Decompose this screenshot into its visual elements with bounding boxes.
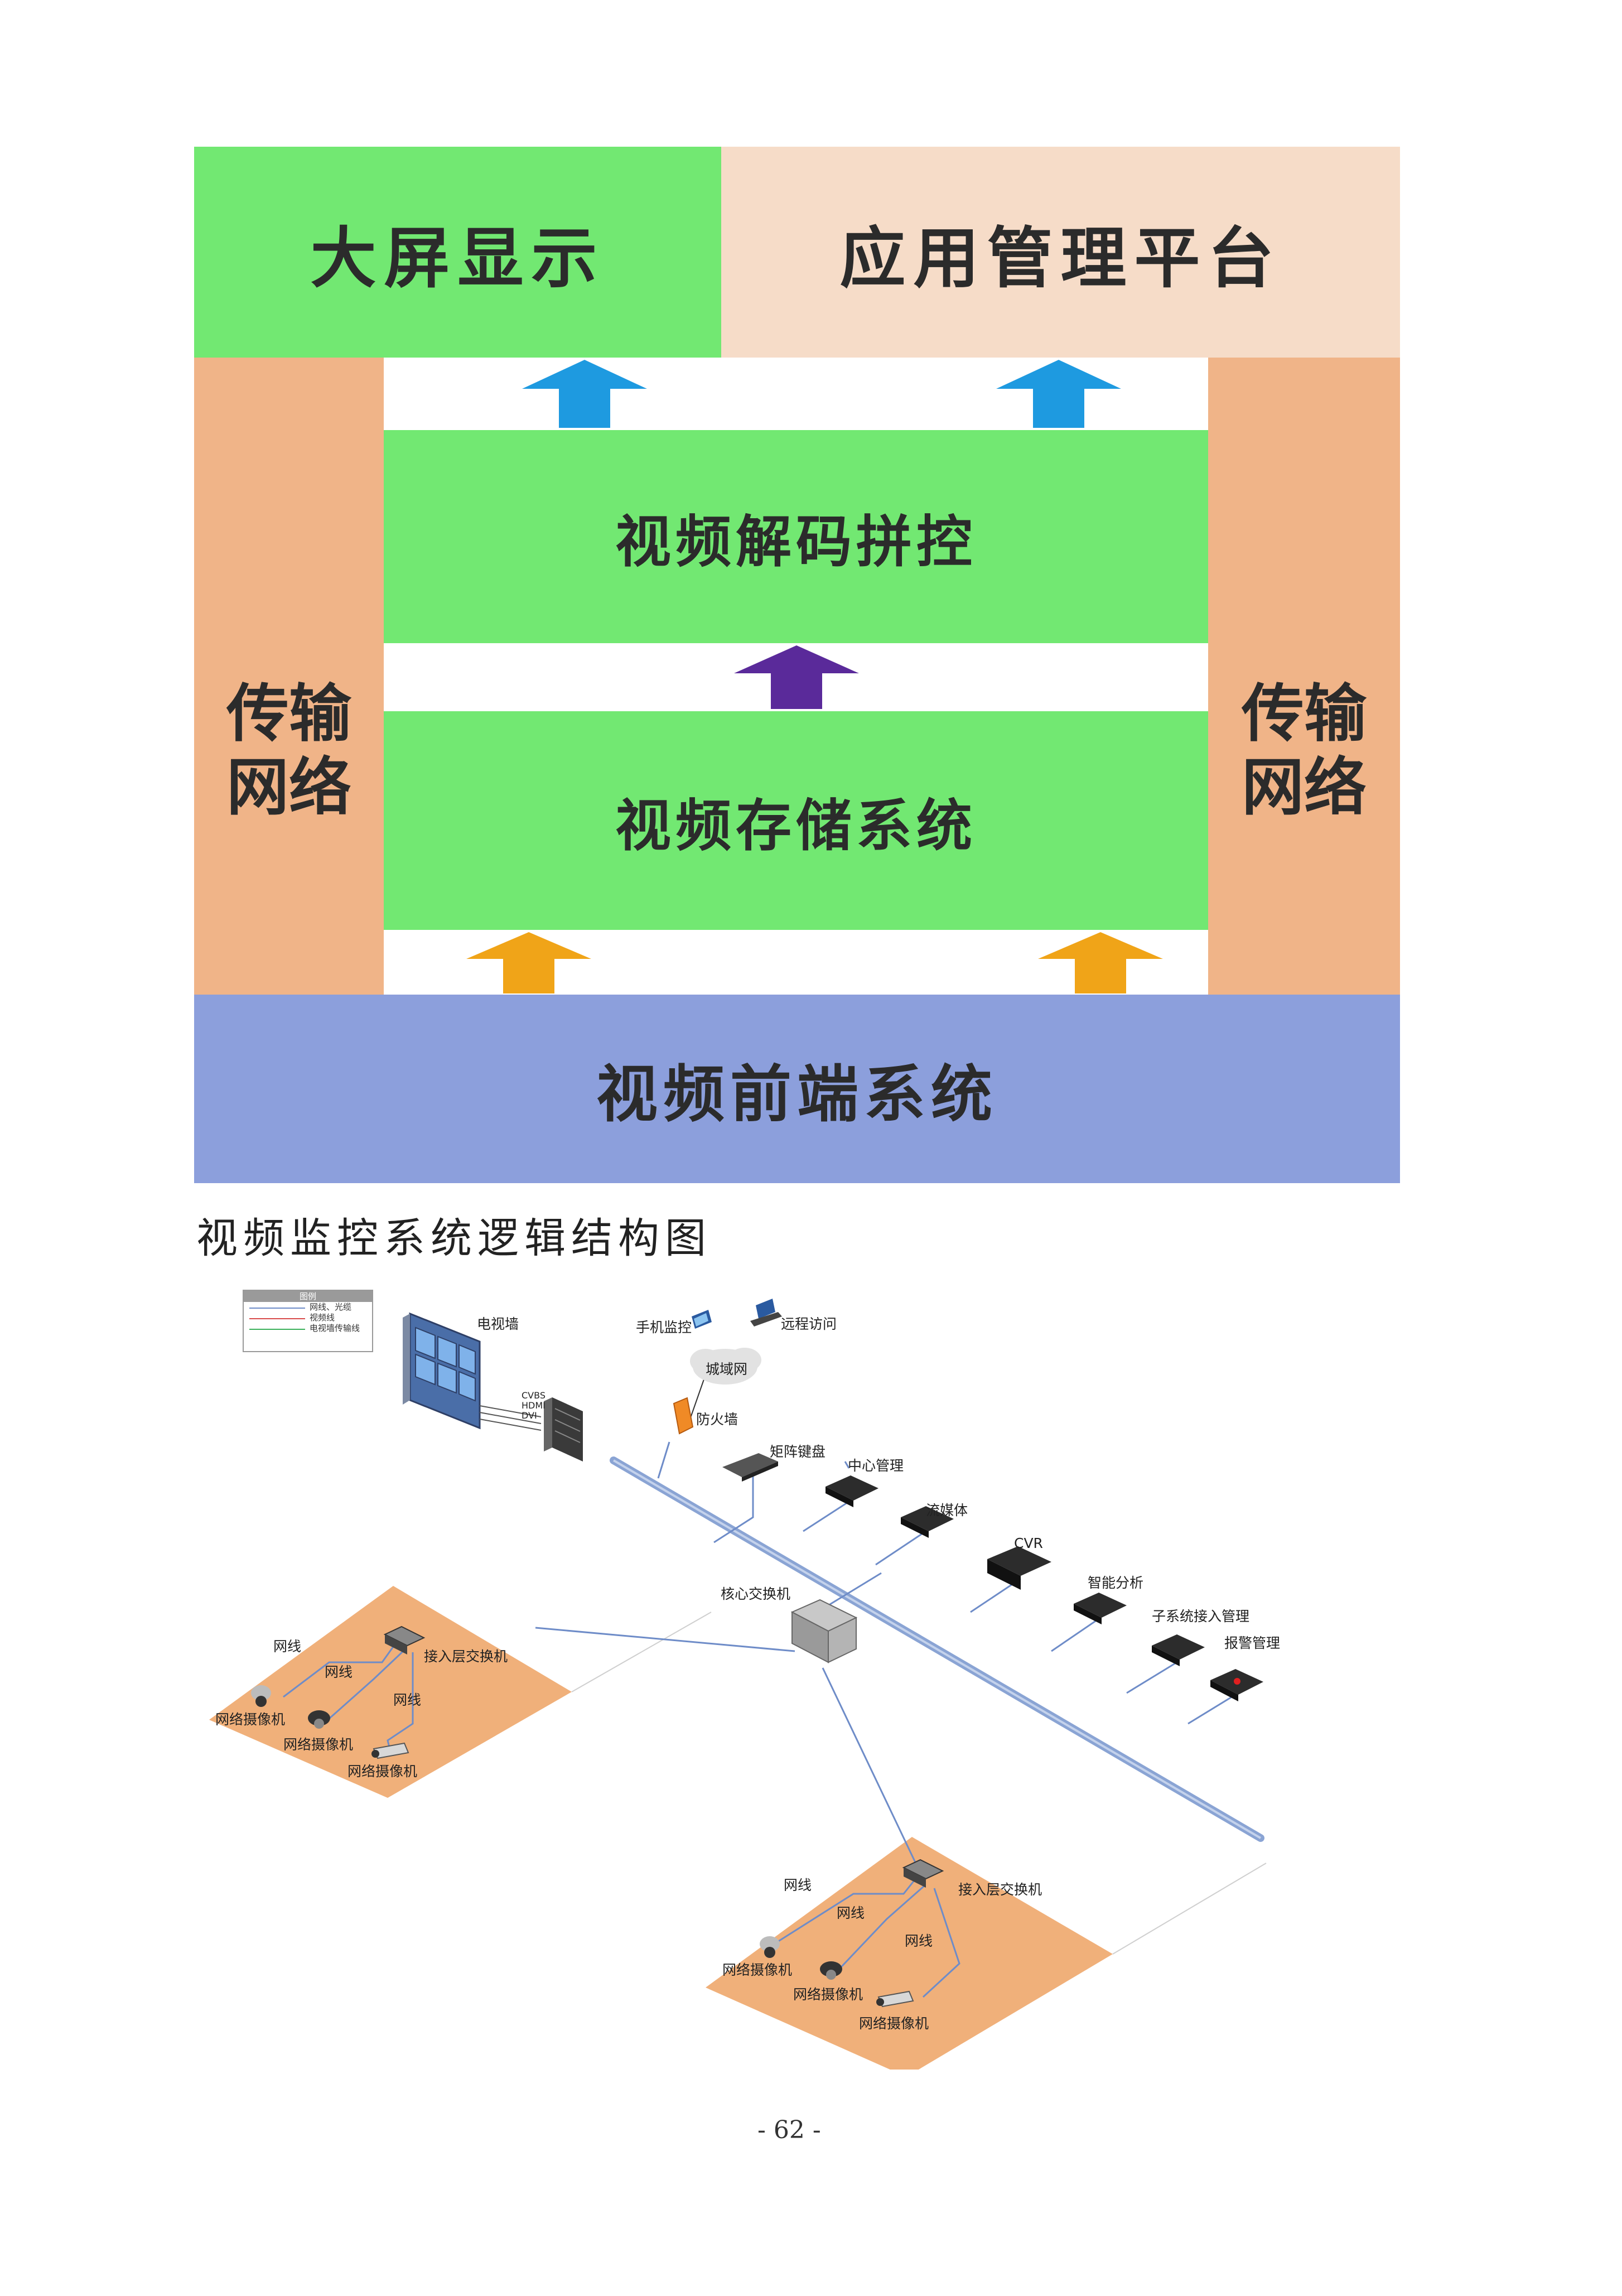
cvr-icon	[987, 1546, 1051, 1590]
matrix-keyboard-label: 矩阵键盘	[770, 1444, 826, 1460]
streaming-media-label: 流媒体	[926, 1502, 968, 1518]
subsystem-access-icon	[1152, 1634, 1205, 1666]
frontend-system-block: 视频前端系统	[194, 995, 1400, 1183]
legend-label-tvwall: 电视墙传输线	[310, 1323, 360, 1333]
left-cable-label-3: 网线	[393, 1692, 422, 1708]
left-camera-label-2: 网络摄像机	[283, 1737, 354, 1753]
app-platform-block: 应用管理平台	[721, 147, 1400, 358]
port-hdmi-label: HDMI	[522, 1400, 546, 1411]
network-topology-diagram: 图例 网线、光缆 视频线 电视墙传输线 电视墙 CVBS HDMI DVI 手机…	[190, 1277, 1280, 2070]
site-area-right	[706, 1837, 1113, 2070]
port-cvbs-label: CVBS	[522, 1390, 546, 1401]
right-cable-label-1: 网线	[784, 1877, 812, 1893]
transport-left-line1: 传输	[226, 678, 351, 750]
up-arrow-blue-left-icon	[522, 360, 647, 428]
up-arrow-gold-left-icon	[466, 932, 591, 993]
transport-right-line2: 网络	[1242, 751, 1367, 824]
right-camera-label-2: 网络摄像机	[793, 1986, 863, 2003]
remote-access-label: 远程访问	[781, 1316, 837, 1332]
smart-analysis-label: 智能分析	[1088, 1575, 1144, 1591]
tv-wall-icon	[403, 1312, 481, 1430]
port-dvi-label: DVI	[522, 1410, 537, 1421]
core-switch-label: 核心交换机	[721, 1586, 791, 1602]
right-dome-camera-2-icon	[820, 1961, 842, 1980]
transport-right-line1: 传输	[1242, 678, 1367, 750]
right-access-switch-label: 接入层交换机	[958, 1882, 1042, 1898]
laptop-icon	[750, 1299, 782, 1327]
right-cable-label-2: 网线	[837, 1905, 865, 1921]
logic-structure-diagram: 大屏显示 应用管理平台 传输网络 传输网络 视频解码拼控 视频存储系统 视频前端…	[194, 147, 1400, 1183]
right-dome-camera-1-icon	[760, 1936, 780, 1958]
up-arrow-purple-icon	[734, 645, 859, 709]
alarm-management-icon	[1210, 1669, 1263, 1701]
tv-wall-label: 电视墙	[477, 1316, 519, 1332]
left-bullet-camera-icon	[371, 1742, 409, 1759]
site-area-left	[209, 1586, 572, 1798]
transport-left-line2: 网络	[226, 751, 351, 824]
central-management-icon	[826, 1475, 878, 1507]
smart-analysis-icon	[1074, 1593, 1127, 1624]
streaming-media-icon	[901, 1506, 954, 1538]
up-arrow-gold-right-icon	[1038, 932, 1163, 993]
left-dome-camera-2-icon	[308, 1710, 330, 1729]
screen-display-block: 大屏显示	[194, 147, 721, 358]
page-number: - 62 -	[757, 2116, 821, 2144]
legend-label-network: 网线、光缆	[310, 1302, 352, 1312]
right-camera-label-3: 网络摄像机	[859, 2015, 929, 2032]
alarm-management-label: 报警管理	[1224, 1635, 1281, 1651]
topology-legend: 图例 网线、光缆 视频线 电视墙传输线	[243, 1290, 373, 1352]
core-switch-icon	[790, 1599, 858, 1663]
legend-item-network: 网线、光缆	[244, 1302, 372, 1313]
decode-control-block: 视频解码拼控	[384, 430, 1208, 643]
matrix-keyboard-icon	[722, 1453, 778, 1482]
left-dome-camera-1-icon	[251, 1685, 271, 1707]
logic-diagram-caption: 视频监控系统逻辑结构图	[196, 1214, 712, 1262]
legend-item-tvwall: 电视墙传输线	[244, 1323, 372, 1334]
metro-network-label: 城域网	[706, 1361, 748, 1377]
left-access-switch-icon	[383, 1625, 426, 1655]
mobile-monitor-label: 手机监控	[636, 1319, 692, 1335]
left-cable-label-1: 网线	[273, 1638, 302, 1655]
central-management-label: 中心管理	[848, 1458, 904, 1474]
left-camera-label-3: 网络摄像机	[347, 1763, 418, 1779]
right-camera-label-1: 网络摄像机	[722, 1962, 793, 1978]
left-camera-label-1: 网络摄像机	[215, 1711, 286, 1728]
legend-item-video: 视频线	[244, 1313, 372, 1323]
right-bullet-camera-icon	[876, 1990, 914, 2008]
topology-drawing	[209, 1299, 1267, 2070]
right-access-switch-icon	[902, 1859, 944, 1888]
firewall-label: 防火墙	[696, 1411, 738, 1427]
right-cable-label-3: 网线	[905, 1933, 933, 1949]
subsystem-access-label: 子系统接入管理	[1152, 1608, 1250, 1624]
legend-label-video: 视频线	[310, 1313, 335, 1323]
firewall-icon	[673, 1397, 694, 1435]
up-arrow-blue-right-icon	[996, 360, 1121, 428]
phone-icon	[692, 1310, 712, 1329]
metro-network-cloud-icon	[690, 1348, 761, 1385]
storage-system-block: 视频存储系统	[384, 711, 1208, 930]
cvr-label: CVR	[1014, 1535, 1043, 1551]
left-access-switch-label: 接入层交换机	[424, 1648, 508, 1665]
decoder-rack-icon	[544, 1397, 583, 1461]
legend-title: 图例	[244, 1291, 372, 1302]
left-cable-label-2: 网线	[325, 1664, 353, 1680]
